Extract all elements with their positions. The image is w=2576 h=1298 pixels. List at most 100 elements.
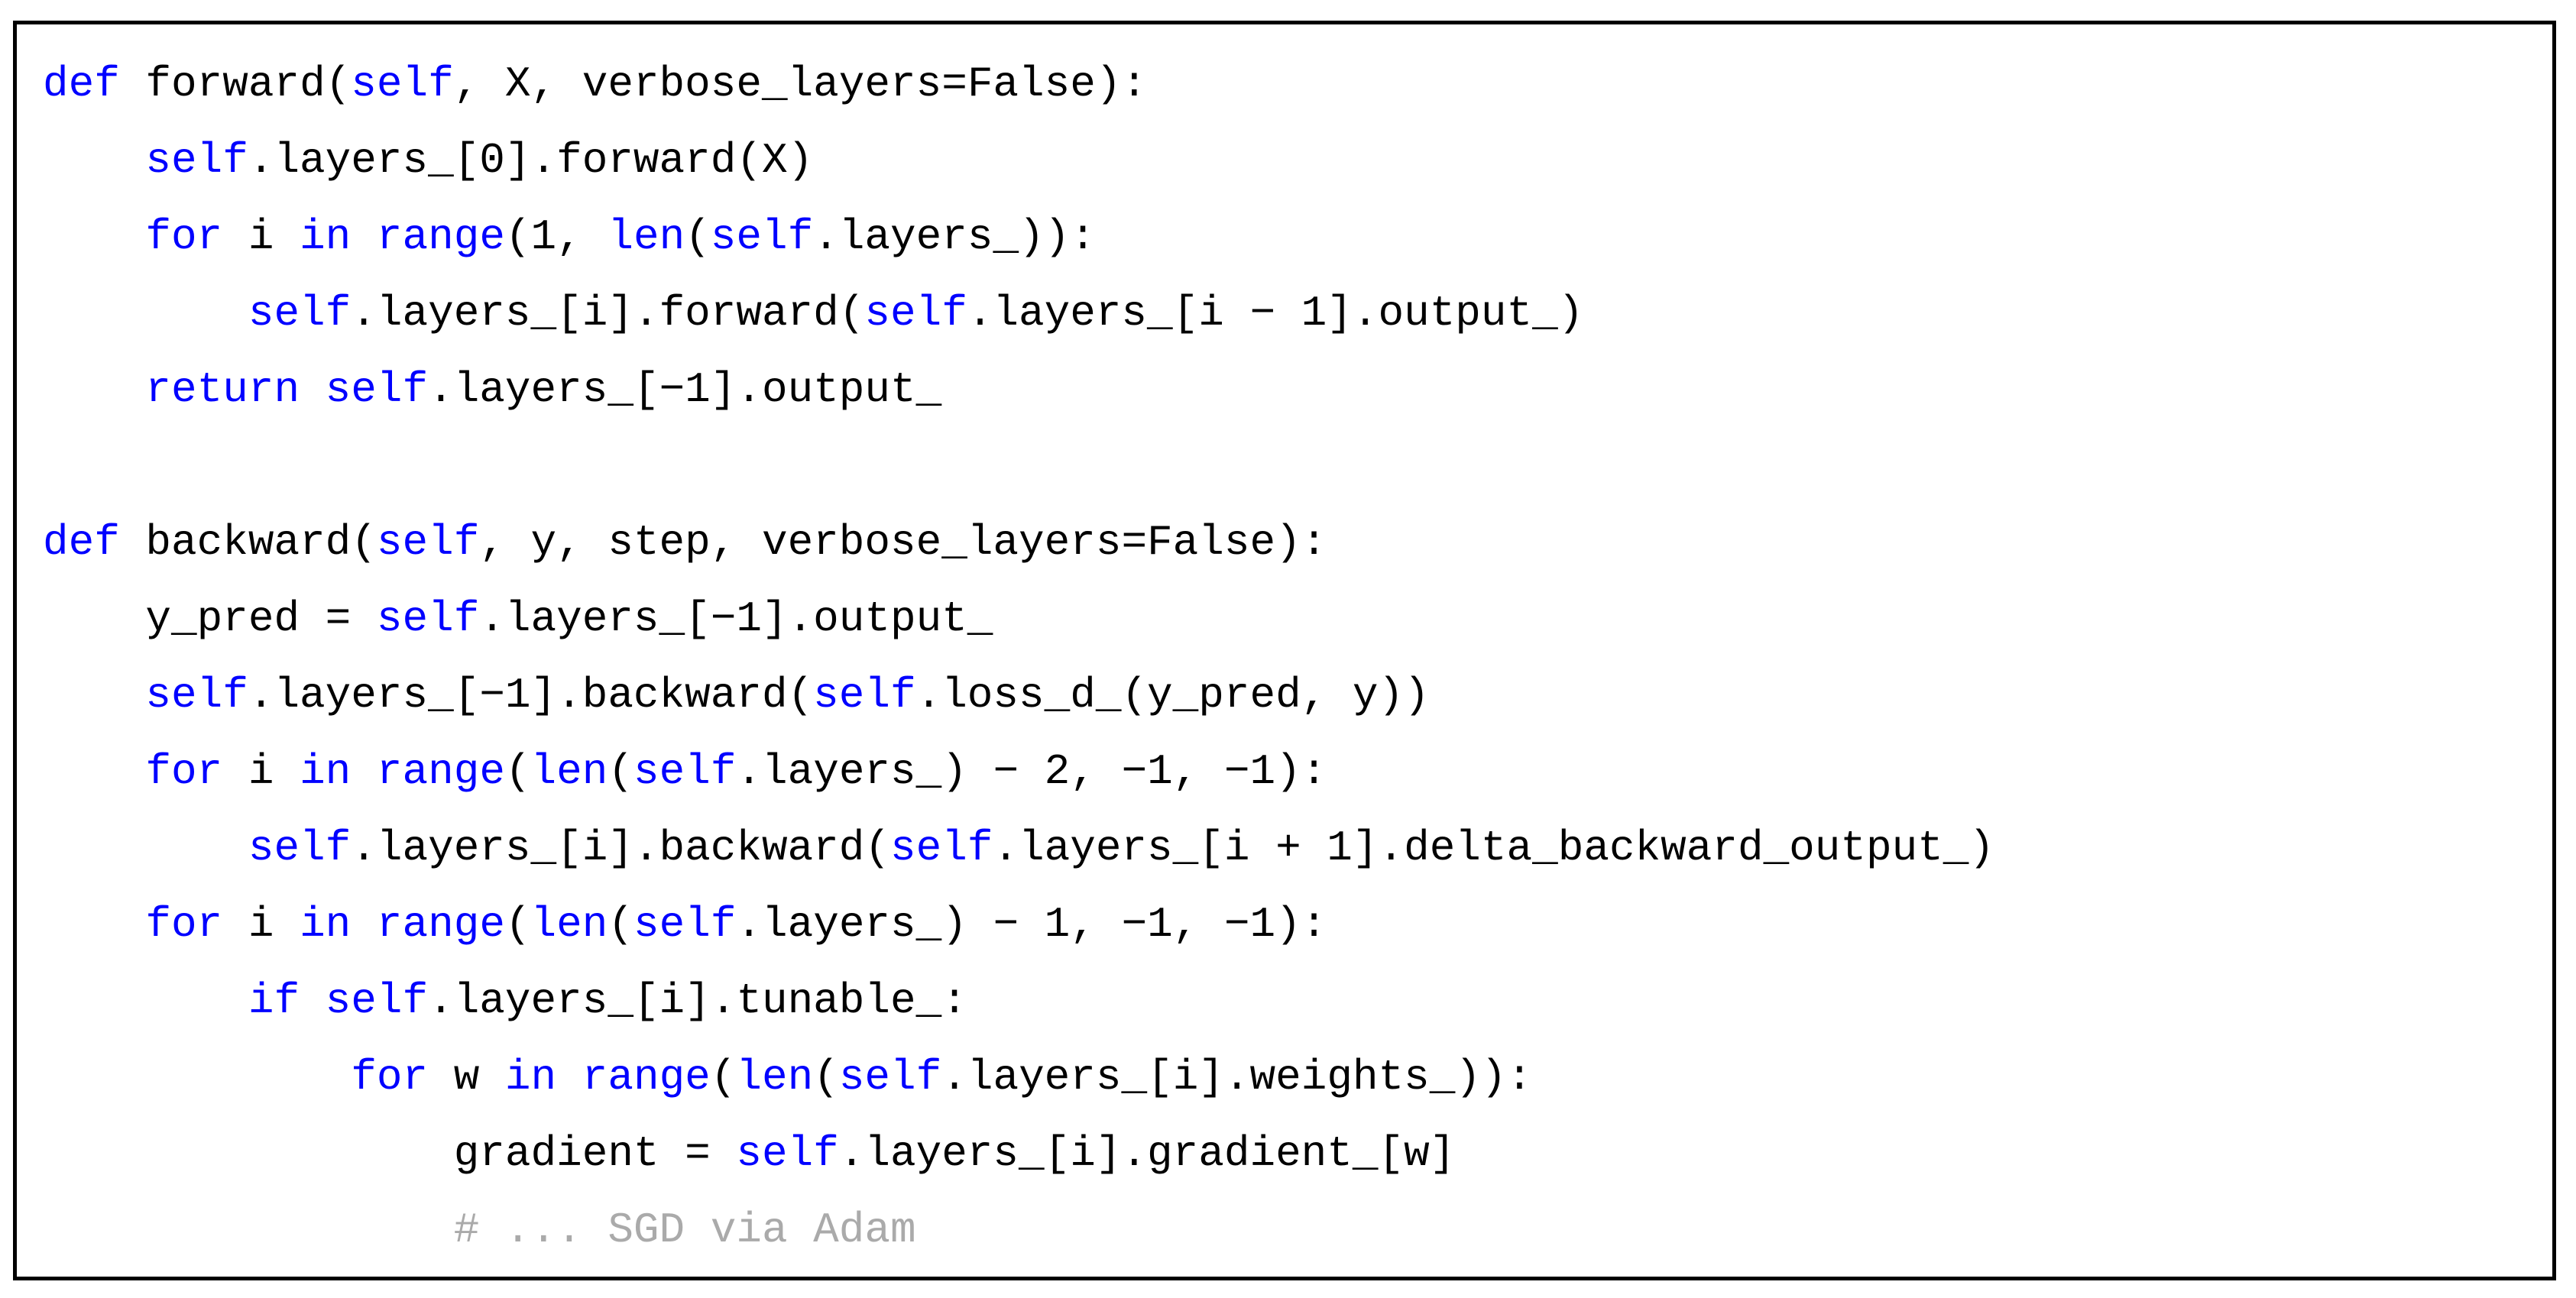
code-keyword-token: self <box>376 518 480 567</box>
code-keyword-token: len <box>530 747 608 796</box>
code-keyword-token: self <box>376 594 480 643</box>
code-plain-token <box>43 365 145 414</box>
code-keyword-token: for <box>351 1053 429 1102</box>
code-keyword-token: self <box>325 976 429 1025</box>
code-keyword-token: self <box>633 747 737 796</box>
code-plain-token <box>556 1053 582 1102</box>
code-plain-token: .loss_d_(y_pred, y)) <box>915 671 1430 720</box>
code-keyword-token: self <box>710 212 814 261</box>
code-keyword-token: self <box>351 60 454 108</box>
code-plain-token <box>351 900 377 949</box>
code-plain-token: , X, verbose_layers=False): <box>453 60 1148 108</box>
code-plain-token: ( <box>685 212 711 261</box>
code-plain-token <box>43 1053 351 1102</box>
code-keyword-token: self <box>145 136 248 185</box>
code-plain-token: , y, step, verbose_layers=False): <box>479 518 1327 567</box>
code-keyword-token: self <box>325 365 429 414</box>
code-plain-token: gradient = <box>43 1129 737 1178</box>
code-plain-token: ( <box>504 900 531 949</box>
code-line: for i in range(len(self.layers_) − 2, −1… <box>43 733 2529 810</box>
code-keyword-token: self <box>813 671 916 720</box>
code-plain-token <box>351 212 377 261</box>
code-plain-token: .layers_[−1].output_ <box>479 594 993 643</box>
code-line: self.layers_[−1].backward(self.loss_d_(y… <box>43 657 2529 733</box>
code-plain-token <box>300 365 326 414</box>
code-block-frame: def forward(self, X, verbose_layers=Fals… <box>13 21 2556 1280</box>
code-comment-token: # ... SGD via Adam <box>453 1206 916 1254</box>
code-line: y_pred = self.layers_[−1].output_ <box>43 581 2529 657</box>
code-plain-token <box>43 136 145 185</box>
code-line: return self.layers_[−1].output_ <box>43 351 2529 428</box>
code-plain-token: .layers_[i].weights_)): <box>941 1053 1533 1102</box>
code-keyword-token: self <box>248 289 352 338</box>
code-keyword-token: len <box>608 212 685 261</box>
code-line: for i in range(len(self.layers_) − 1, −1… <box>43 886 2529 963</box>
code-plain-token <box>43 976 248 1025</box>
code-plain-token <box>300 976 326 1025</box>
code-plain-token: forward( <box>119 60 352 108</box>
code-plain-token: ( <box>608 900 633 949</box>
code-plain-token: .layers_[0].forward(X) <box>248 136 814 185</box>
code-keyword-token: range <box>376 747 505 796</box>
code-keyword-token: self <box>248 824 352 872</box>
code-keyword-token: self <box>889 824 993 872</box>
code-keyword-token: range <box>376 900 505 949</box>
code-keyword-token: self <box>145 671 248 720</box>
code-line: def backward(self, y, step, verbose_laye… <box>43 504 2529 581</box>
code-keyword-token: in <box>300 900 352 949</box>
code-plain-token <box>43 1206 454 1254</box>
code-keyword-token: self <box>838 1053 942 1102</box>
code-plain-token <box>43 212 145 261</box>
code-plain-token: i <box>222 900 300 949</box>
code-line <box>43 428 2529 504</box>
code-keyword-token: range <box>376 212 505 261</box>
code-line: def forward(self, X, verbose_layers=Fals… <box>43 46 2529 122</box>
code-plain-token: backward( <box>119 518 377 567</box>
code-line: if self.layers_[i].tunable_: <box>43 963 2529 1039</box>
code-plain-token: ( <box>608 747 633 796</box>
code-plain-token <box>43 900 145 949</box>
code-line: for i in range(1, len(self.layers_)): <box>43 199 2529 275</box>
code-plain-token: i <box>222 747 300 796</box>
code-keyword-token: in <box>300 212 352 261</box>
code-keyword-token: self <box>736 1129 839 1178</box>
code-keyword-token: len <box>530 900 608 949</box>
code-line: self.layers_[i].backward(self.layers_[i … <box>43 810 2529 886</box>
code-line: gradient = self.layers_[i].gradient_[w] <box>43 1115 2529 1192</box>
code-keyword-token: in <box>300 747 352 796</box>
code-keyword-token: self <box>864 289 967 338</box>
code-keyword-token: return <box>145 365 300 414</box>
code-line: self.layers_[0].forward(X) <box>43 122 2529 199</box>
code-line: self.layers_[i].forward(self.layers_[i −… <box>43 275 2529 351</box>
code-plain-token <box>351 747 377 796</box>
code-plain-token: .layers_[i].tunable_: <box>428 976 967 1025</box>
code-plain-token: ( <box>813 1053 839 1102</box>
code-keyword-token: range <box>582 1053 711 1102</box>
code-plain-token: .layers_[i].gradient_[w] <box>838 1129 1456 1178</box>
code-keyword-token: if <box>248 976 300 1025</box>
code-plain-token: .layers_) − 1, −1, −1): <box>736 900 1327 949</box>
code-plain-token <box>43 824 248 872</box>
code-line: # ... SGD via Adam <box>43 1192 2529 1268</box>
code-plain-token: .layers_[i − 1].output_) <box>967 289 1584 338</box>
code-keyword-token: len <box>736 1053 814 1102</box>
code-plain-token: y_pred = <box>43 594 377 643</box>
code-plain-token: ( <box>504 747 531 796</box>
code-keyword-token: for <box>145 900 223 949</box>
code-plain-token: .layers_) − 2, −1, −1): <box>736 747 1327 796</box>
code-plain-token: ( <box>710 1053 737 1102</box>
code-keyword-token: for <box>145 212 223 261</box>
code-keyword-token: self <box>633 900 737 949</box>
code-plain-token: .layers_)): <box>813 212 1096 261</box>
code-plain-token: .layers_[i + 1].delta_backward_output_) <box>993 824 1995 872</box>
code-keyword-token: for <box>145 747 223 796</box>
code-keyword-token: def <box>43 60 120 108</box>
code-plain-token: .layers_[−1].backward( <box>248 671 814 720</box>
code-plain-token: .layers_[−1].output_ <box>428 365 942 414</box>
code-keyword-token: in <box>504 1053 557 1102</box>
code-plain-token <box>43 671 145 720</box>
code-plain-token <box>43 289 248 338</box>
code-plain-token: w <box>428 1053 505 1102</box>
code-plain-token: .layers_[i].backward( <box>351 824 890 872</box>
code-plain-token <box>43 747 145 796</box>
